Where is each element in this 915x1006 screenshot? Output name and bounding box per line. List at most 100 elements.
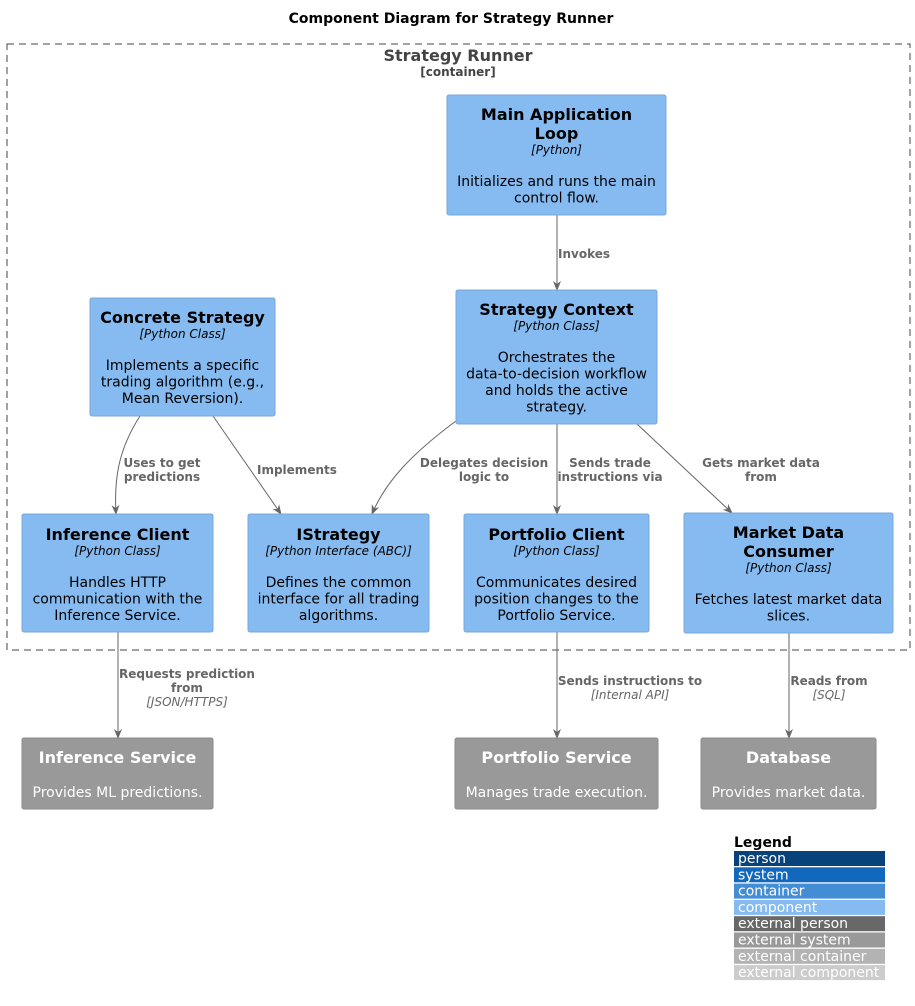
legend-label: person: [738, 851, 786, 867]
component-description: Defines the common: [266, 575, 412, 591]
relation-label: Implements: [257, 463, 337, 477]
component-description: position changes to the: [474, 592, 639, 608]
component-description: Communicates desired: [476, 575, 637, 591]
component-istrategy[interactable]: IStrategy[Python Interface (ABC)]Defines…: [247, 513, 430, 633]
boundary-type: [container]: [420, 65, 495, 79]
legend-swatch: [734, 883, 885, 899]
component-box: [21, 513, 214, 633]
relation-label: Requests prediction: [119, 667, 255, 681]
relation-technology: [JSON/HTTPS]: [146, 695, 228, 709]
legend-item: external system: [734, 932, 885, 949]
relation-label: Gets market data: [702, 456, 820, 470]
external-system-name: Portfolio Service: [481, 748, 631, 767]
relation-arrow: [212, 415, 282, 515]
legend-swatch: [734, 965, 885, 981]
boundary-border: [6, 43, 911, 651]
legend-item: system: [734, 867, 885, 883]
relation-technology: [Internal API]: [591, 688, 670, 702]
external-system-description: Provides ML predictions.: [33, 785, 203, 801]
relation-invokes: Invokes: [553, 215, 610, 291]
legend-swatch: [734, 899, 885, 915]
legend-label: external container: [738, 949, 867, 965]
component-box: [683, 512, 894, 634]
component-technology: [Python Class]: [513, 319, 600, 333]
component-strategy-context[interactable]: Strategy Context[Python Class]Orchestrat…: [455, 289, 658, 425]
component-description: Handles HTTP: [69, 575, 166, 591]
relation-technology: [SQL]: [812, 688, 845, 702]
component-main-loop[interactable]: Main ApplicationLoop[Python]Initializes …: [446, 94, 667, 216]
legend-item: component: [734, 899, 885, 916]
component-description: data-to-decision workflow: [466, 367, 647, 383]
component-technology: [Python Class]: [745, 561, 832, 575]
component-description: Inference Service.: [54, 608, 180, 624]
relation-implements: Implements: [212, 415, 337, 515]
component-description: and holds the active: [485, 383, 628, 399]
component-description: slices.: [767, 609, 810, 625]
component-description: interface for all trading: [258, 592, 420, 608]
legend-label: external person: [738, 916, 848, 932]
legend-label: external system: [738, 933, 851, 949]
legend-label: component: [738, 900, 818, 916]
external-system-name: Inference Service: [39, 748, 197, 767]
relation-label: logic to: [459, 470, 509, 484]
component-name: Concrete Strategy: [100, 308, 265, 327]
legend-swatch: [734, 932, 885, 948]
relation-arrow: [111, 415, 141, 515]
component-name: IStrategy: [296, 525, 381, 544]
legend-swatch: [734, 948, 885, 964]
component-description: algorithms.: [299, 608, 378, 624]
container-boundary: Strategy Runner [container]: [6, 43, 911, 651]
component-box: [247, 513, 430, 633]
legend-item: external component: [734, 965, 885, 981]
external-system-box: [700, 737, 877, 810]
relation-label: from: [171, 681, 203, 695]
component-inference-client[interactable]: Inference Client[Python Class]Handles HT…: [21, 513, 214, 633]
component-name: Consumer: [743, 542, 834, 561]
relation-arrow: [371, 420, 457, 515]
legend-swatch: [734, 867, 885, 883]
relation-label: Reads from: [790, 674, 867, 688]
component-name: Strategy Context: [479, 300, 634, 319]
relation-label: Invokes: [558, 247, 610, 261]
component-box: [463, 513, 650, 633]
relation-reads-from: Reads from[SQL]: [785, 633, 868, 739]
external-system-box: [454, 737, 659, 810]
legend-title: Legend: [734, 835, 792, 851]
relation-label: Delegates decision: [420, 456, 548, 470]
relation-label: Sends instructions to: [558, 674, 702, 688]
relation-label: Sends trade: [569, 456, 651, 470]
boundary-name: Strategy Runner: [383, 46, 532, 65]
external-system-description: Provides market data.: [712, 785, 866, 801]
legend-item: person: [734, 851, 885, 867]
component-description: control flow.: [514, 191, 599, 207]
component-technology: [Python Class]: [74, 544, 161, 558]
component-description: communication with the: [33, 592, 203, 608]
component-technology: [Python Class]: [139, 327, 226, 341]
relation-arrow: [636, 423, 733, 514]
component-description: Implements a specific: [106, 358, 259, 374]
legend-swatch: [734, 916, 885, 932]
component-name: Portfolio Client: [488, 525, 625, 544]
component-concrete-strategy[interactable]: Concrete Strategy[Python Class] Implement…: [89, 297, 276, 417]
legend-item: external person: [734, 916, 885, 932]
diagram-title: Component Diagram for Strategy Runner: [289, 11, 614, 27]
legend-item: container: [734, 883, 885, 900]
external-system-description: Manages trade execution.: [466, 785, 648, 801]
component-name: Main Application: [481, 105, 632, 124]
component-description: strategy.: [526, 400, 587, 416]
component-portfolio-client[interactable]: Portfolio Client[Python Class]Communicat…: [463, 513, 650, 633]
legend-item: external container: [734, 948, 885, 965]
component-description: Fetches latest market data: [695, 592, 883, 608]
legend-label: external component: [738, 965, 880, 981]
component-box: [89, 297, 276, 417]
external-system-name: Database: [746, 748, 831, 767]
component-technology: [Python]: [531, 143, 582, 157]
nodes: Main ApplicationLoop[Python]Initializes …: [21, 94, 894, 810]
